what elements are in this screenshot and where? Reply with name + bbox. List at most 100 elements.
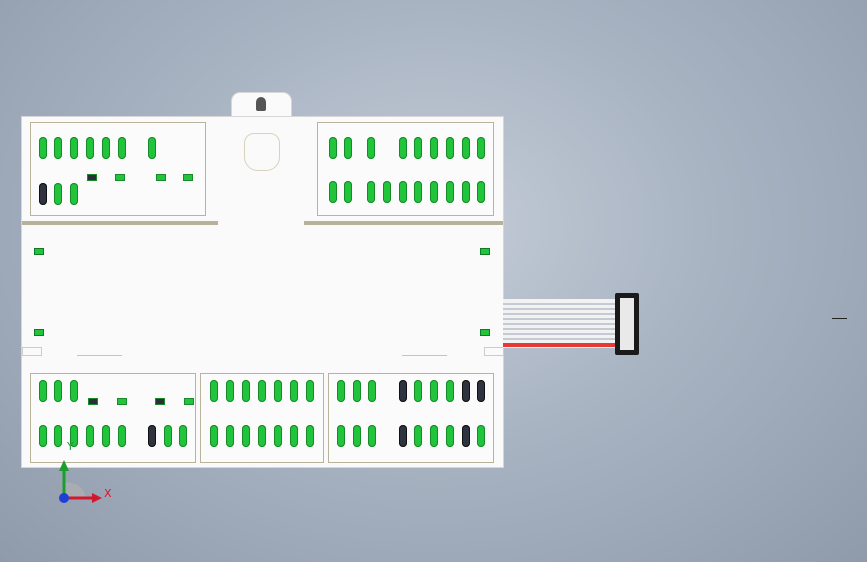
component-pin: [329, 137, 337, 159]
rail-left: [22, 221, 218, 225]
component-pin: [368, 425, 376, 447]
component-pin: [414, 380, 422, 402]
component-pin: [226, 425, 234, 447]
component-pin: [446, 425, 454, 447]
component-pin: [477, 137, 485, 159]
chip: [88, 398, 98, 405]
component-pin: [226, 380, 234, 402]
coordinate-triad-icon: [59, 460, 102, 503]
chip: [156, 174, 166, 181]
component-pin: [430, 137, 438, 159]
component-pin: [462, 181, 470, 203]
component-pin: [306, 380, 314, 402]
ribbon-cable: [503, 299, 616, 348]
component-pin: [148, 425, 156, 447]
component-pin: [258, 380, 266, 402]
component-pin: [477, 425, 485, 447]
rail-right: [304, 221, 503, 225]
component-pin: [39, 380, 47, 402]
component-pin: [242, 380, 250, 402]
component-pin: [102, 137, 110, 159]
component-pin: [329, 181, 337, 203]
component-pin: [86, 137, 94, 159]
ribbon-connector-icon: [615, 293, 639, 355]
component-pin: [399, 181, 407, 203]
component-pin: [179, 425, 187, 447]
component-pin: [102, 425, 110, 447]
component-pin: [368, 380, 376, 402]
chip: [183, 174, 193, 181]
component-pin: [477, 181, 485, 203]
component-pin: [54, 425, 62, 447]
stray-line: [832, 318, 847, 319]
y-axis-label: Y: [67, 440, 74, 453]
pad: [34, 248, 44, 255]
component-pin: [477, 380, 485, 402]
component-pin: [367, 137, 375, 159]
pad: [480, 329, 490, 336]
component-pin: [367, 181, 375, 203]
component-pin: [462, 380, 470, 402]
component-pin: [39, 183, 47, 205]
component-pin: [54, 137, 62, 159]
component-pin: [242, 425, 250, 447]
component-pin: [430, 181, 438, 203]
component-pin: [118, 425, 126, 447]
component-pin: [414, 425, 422, 447]
component-pin: [344, 181, 352, 203]
component-pin: [70, 380, 78, 402]
component-pin: [353, 425, 361, 447]
component-pin: [353, 380, 361, 402]
component-pin: [210, 425, 218, 447]
component-pin: [430, 380, 438, 402]
component-pin: [274, 380, 282, 402]
chip: [87, 174, 97, 181]
chip: [155, 398, 165, 405]
component-pin: [39, 137, 47, 159]
component-pin: [430, 425, 438, 447]
component-pin: [70, 425, 78, 447]
edge-clip: [484, 347, 504, 356]
component-pin: [446, 181, 454, 203]
component-pin: [414, 137, 422, 159]
component-pin: [337, 380, 345, 402]
component-pin: [446, 137, 454, 159]
component-pin: [210, 380, 218, 402]
component-pin: [290, 425, 298, 447]
component-pin: [164, 425, 172, 447]
component-pin: [70, 183, 78, 205]
component-pin: [399, 137, 407, 159]
edge-clip: [22, 347, 42, 356]
component-pin: [399, 425, 407, 447]
component-pin: [414, 181, 422, 203]
component-pin: [399, 380, 407, 402]
component-pin: [54, 183, 62, 205]
component-pin: [383, 181, 391, 203]
pcb-board[interactable]: [22, 117, 504, 467]
pad: [480, 248, 490, 255]
component-pin: [462, 425, 470, 447]
mount-hole-icon: [256, 97, 266, 111]
component-pin: [337, 425, 345, 447]
component-pin: [462, 137, 470, 159]
component-pin: [118, 137, 126, 159]
notch-left: [77, 355, 122, 362]
component-pin: [86, 425, 94, 447]
component-pin: [344, 137, 352, 159]
component-pin: [258, 425, 266, 447]
component-pin: [54, 380, 62, 402]
component-pin: [274, 425, 282, 447]
component-pin: [148, 137, 156, 159]
pad: [34, 329, 44, 336]
component-pin: [39, 425, 47, 447]
component-pin: [306, 425, 314, 447]
latch: [244, 133, 280, 171]
notch-right: [402, 355, 447, 362]
chip: [115, 174, 125, 181]
component-pin: [70, 137, 78, 159]
connector-socket: [620, 298, 634, 350]
component-pin: [446, 380, 454, 402]
chip: [117, 398, 127, 405]
chip: [184, 398, 194, 405]
